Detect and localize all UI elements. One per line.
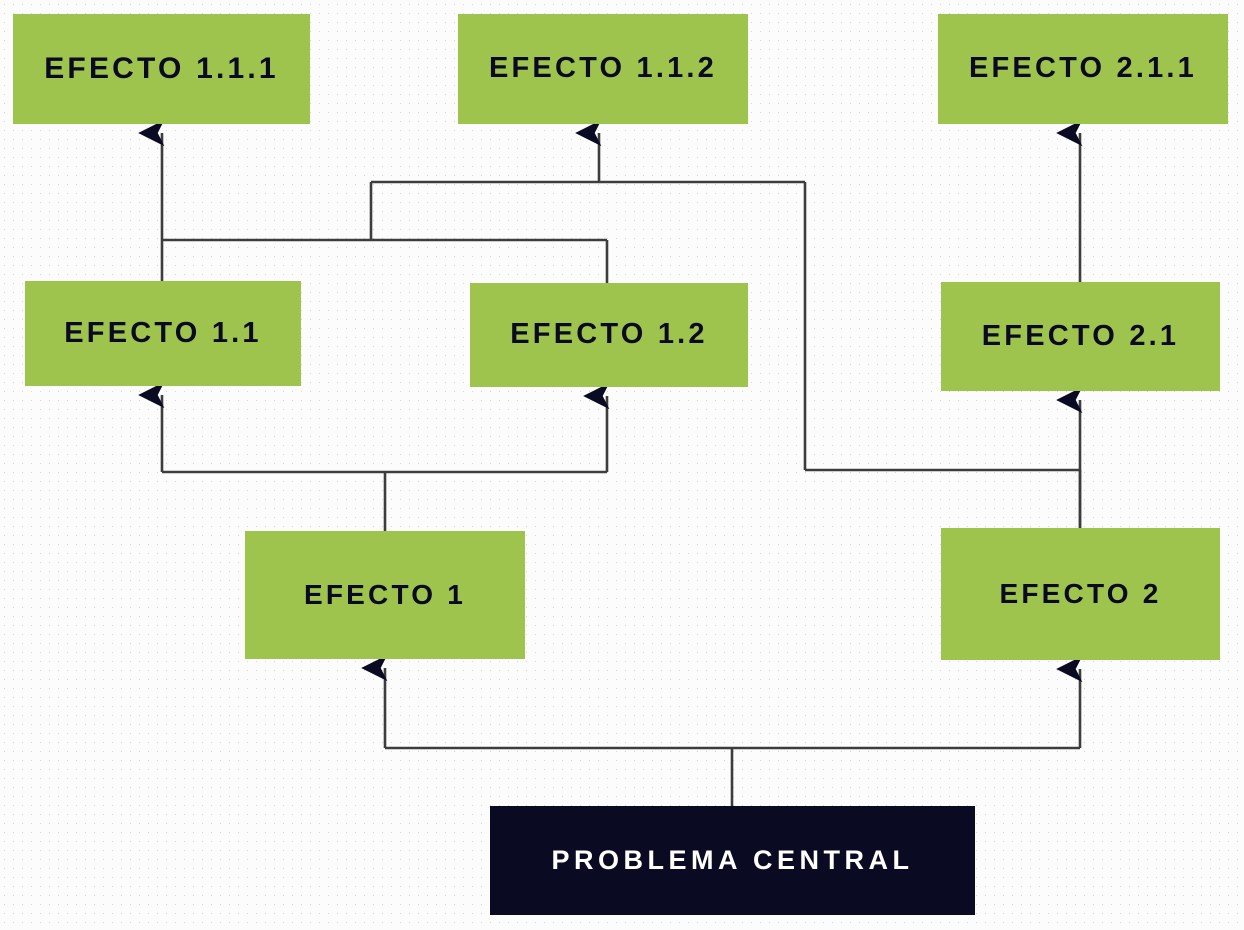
node-label: EFECTO 2	[999, 577, 1162, 609]
node-efecto-1-1-1[interactable]: EFECTO 1.1.1	[13, 14, 310, 124]
node-label: EFECTO 1.1	[64, 316, 262, 349]
node-efecto-2-1[interactable]: EFECTO 2.1	[941, 282, 1220, 391]
node-label: EFECTO 1.1.2	[488, 52, 718, 85]
node-efecto-1-1-2[interactable]: EFECTO 1.1.2	[458, 14, 748, 124]
node-problema-central[interactable]: PROBLEMA CENTRAL	[490, 806, 975, 915]
node-efecto-1[interactable]: EFECTO 1	[245, 531, 525, 659]
node-efecto-1-1[interactable]: EFECTO 1.1	[25, 281, 301, 386]
node-efecto-2-1-1[interactable]: EFECTO 2.1.1	[938, 14, 1228, 124]
node-label: PROBLEMA CENTRAL	[551, 844, 914, 875]
node-label: EFECTO 1.2	[510, 318, 708, 351]
node-efecto-1-2[interactable]: EFECTO 1.2	[470, 283, 748, 387]
node-efecto-2[interactable]: EFECTO 2	[941, 528, 1220, 660]
node-label: EFECTO 2.1.1	[968, 52, 1198, 85]
node-label: EFECTO 2.1	[981, 319, 1180, 352]
node-label: EFECTO 1	[303, 578, 466, 610]
node-label: EFECTO 1.1.1	[44, 51, 279, 85]
